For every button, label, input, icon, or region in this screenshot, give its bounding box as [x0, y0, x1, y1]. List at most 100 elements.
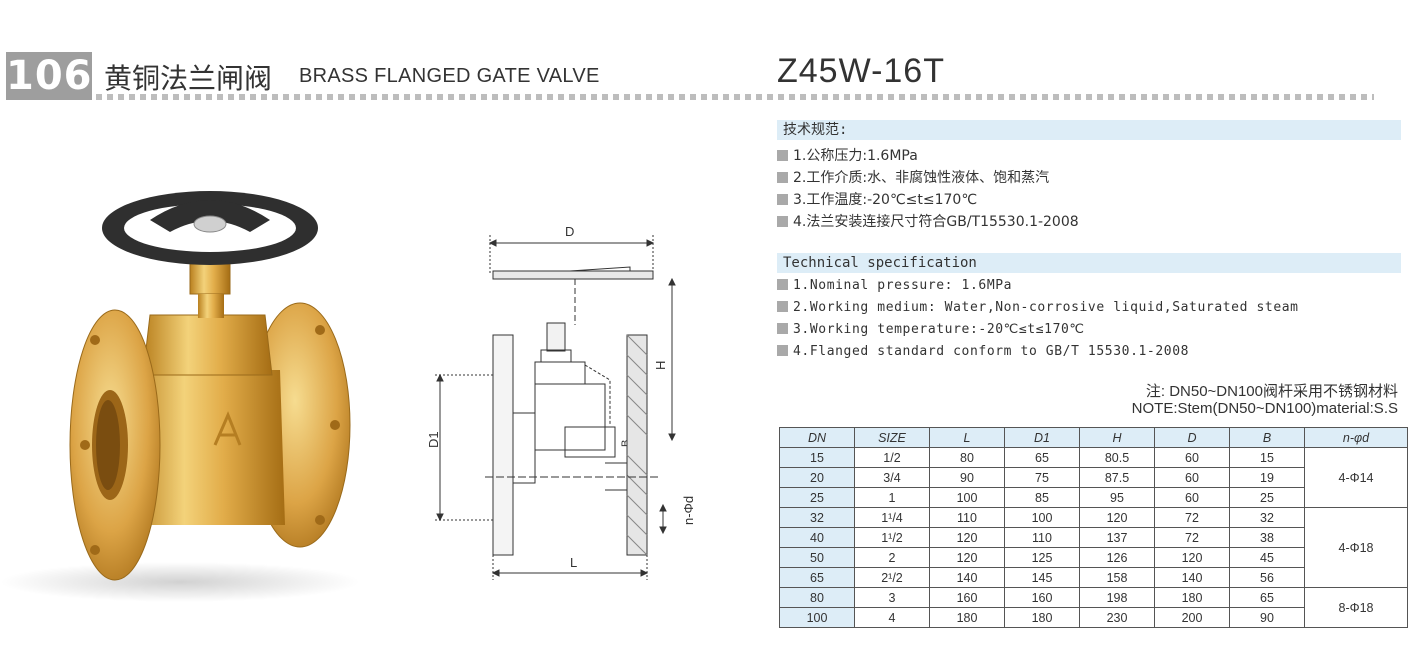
table-cell: 100	[929, 487, 1005, 508]
table-cell: 40	[779, 527, 855, 548]
table-cell: 180	[1154, 587, 1230, 608]
table-row: 100 4 180 180 230 200 90	[779, 607, 1408, 628]
table-row: 32 1¹/4 110 100 120 72 32 4-Φ18	[779, 507, 1408, 588]
table-cell: 1/2	[854, 447, 930, 468]
bullet-square-icon	[777, 150, 788, 161]
table-cell: 25	[779, 487, 855, 508]
bolt-group-cell: 4-Φ18	[1304, 507, 1408, 588]
table-cell: 32	[779, 507, 855, 528]
table-cell: 90	[929, 467, 1005, 488]
table-cell: 90	[1229, 607, 1305, 628]
column-header: B	[1229, 427, 1305, 448]
column-header: SIZE	[854, 427, 930, 448]
table-cell: 20	[779, 467, 855, 488]
page-header: 106 黄铜法兰闸阀 BRASS FLANGED GATE VALVE Z45W…	[0, 0, 1416, 110]
table-row: 25 1 100 85 95 60 25	[779, 487, 1408, 508]
table-row: 80 3 160 160 198 180 65 8-Φ18	[779, 587, 1408, 628]
table-cell: 80	[779, 587, 855, 608]
bullet-square-icon	[777, 194, 788, 205]
bolt-group-cell: 4-Φ14	[1304, 447, 1408, 508]
bullet-square-icon	[777, 323, 788, 334]
dim-label-l: L	[570, 555, 577, 570]
product-title-en: BRASS FLANGED GATE VALVE	[299, 65, 600, 87]
bullet-square-icon	[777, 279, 788, 290]
table-cell: 145	[1004, 567, 1080, 588]
table-cell: 75	[1004, 467, 1080, 488]
table-cell: 160	[1004, 587, 1080, 608]
table-cell: 126	[1079, 547, 1155, 568]
model-number: Z45W-16T	[777, 52, 945, 90]
column-header: H	[1079, 427, 1155, 448]
spec-item-cn: 4.法兰安装连接尺寸符合GB/T15530.1-2008	[777, 211, 1079, 233]
valve-dimension-drawing: D H B D1 n-Φd L	[426, 224, 695, 580]
table-cell: 100	[1004, 507, 1080, 528]
table-cell: 198	[1079, 587, 1155, 608]
table-cell: 60	[1154, 467, 1230, 488]
table-cell: 50	[779, 547, 855, 568]
bullet-square-icon	[777, 301, 788, 312]
column-header: n-φd	[1304, 427, 1408, 448]
table-cell: 80.5	[1079, 447, 1155, 468]
dim-label-d: D	[565, 224, 574, 239]
table-cell: 125	[1004, 547, 1080, 568]
table-cell: 65	[1004, 447, 1080, 468]
column-header: L	[929, 427, 1005, 448]
spec-item-en: 2.Working medium: Water,Non-corrosive li…	[777, 297, 1299, 319]
table-cell: 137	[1079, 527, 1155, 548]
spec-list-cn: 1.公称压力:1.6MPa 2.工作介质:水、非腐蚀性液体、饱和蒸汽 3.工作温…	[777, 145, 1079, 233]
column-header: DN	[779, 427, 855, 448]
table-cell: 19	[1229, 467, 1305, 488]
spec-item-cn: 3.工作温度:-20℃≤t≤170℃	[777, 189, 1079, 211]
table-row: 20 3/4 90 75 87.5 60 19	[779, 467, 1408, 488]
spec-item-cn: 1.公称压力:1.6MPa	[777, 145, 1079, 167]
table-cell: 140	[929, 567, 1005, 588]
table-cell: 140	[1154, 567, 1230, 588]
table-cell: 15	[779, 447, 855, 468]
table-cell: 80	[929, 447, 1005, 468]
spec-list-en: 1.Nominal pressure: 1.6MPa 2.Working med…	[777, 275, 1299, 363]
table-cell: 100	[779, 607, 855, 628]
spec-item-cn: 2.工作介质:水、非腐蚀性液体、饱和蒸汽	[777, 167, 1079, 189]
spec-item-en: 1.Nominal pressure: 1.6MPa	[777, 275, 1299, 297]
table-cell: 110	[1004, 527, 1080, 548]
table-cell: 230	[1079, 607, 1155, 628]
bullet-square-icon	[777, 345, 788, 356]
table-cell: 1¹/2	[854, 527, 930, 548]
table-cell: 65	[779, 567, 855, 588]
table-cell: 120	[929, 527, 1005, 548]
table-cell: 4	[854, 607, 930, 628]
dimension-table: DN SIZE L D1 H D B n-φd 15 1/2 80 65 80.…	[779, 427, 1408, 628]
table-cell: 2¹/2	[854, 567, 930, 588]
note-cn: 注: DN50~DN100阀杆采用不锈钢材料	[1145, 383, 1398, 400]
bullet-square-icon	[777, 172, 788, 183]
table-cell: 45	[1229, 547, 1305, 568]
spec-title-cn: 技术规范:	[777, 120, 1401, 140]
table-cell: 160	[929, 587, 1005, 608]
spec-item-en: 4.Flanged standard conform to GB/T 15530…	[777, 341, 1299, 363]
bullet-square-icon	[777, 216, 788, 227]
table-cell: 120	[1079, 507, 1155, 528]
table-cell: 1	[854, 487, 930, 508]
table-cell: 72	[1154, 527, 1230, 548]
column-header: D	[1154, 427, 1230, 448]
spec-title-en: Technical specification	[777, 253, 1401, 273]
dim-label-nphid: n-Φd	[681, 496, 695, 525]
table-cell: 120	[1154, 547, 1230, 568]
dim-label-h: H	[653, 361, 668, 370]
table-cell: 95	[1079, 487, 1155, 508]
table-cell: 60	[1154, 447, 1230, 468]
table-cell: 65	[1229, 587, 1305, 608]
spec-item-en: 3.Working temperature:-20℃≤t≤170℃	[777, 319, 1299, 341]
bolt-group-cell: 8-Φ18	[1304, 587, 1408, 628]
table-cell: 180	[1004, 607, 1080, 628]
dim-label-b: B	[620, 440, 632, 447]
table-row: 15 1/2 80 65 80.5 60 15 4-Φ14	[779, 447, 1408, 508]
table-cell: 3	[854, 587, 930, 608]
dim-label-d1: D1	[426, 431, 441, 448]
table-cell: 180	[929, 607, 1005, 628]
table-cell: 38	[1229, 527, 1305, 548]
product-title-cn: 黄铜法兰闸阀	[104, 62, 273, 95]
table-cell: 3/4	[854, 467, 930, 488]
table-cell: 2	[854, 547, 930, 568]
column-header: D1	[1004, 427, 1080, 448]
